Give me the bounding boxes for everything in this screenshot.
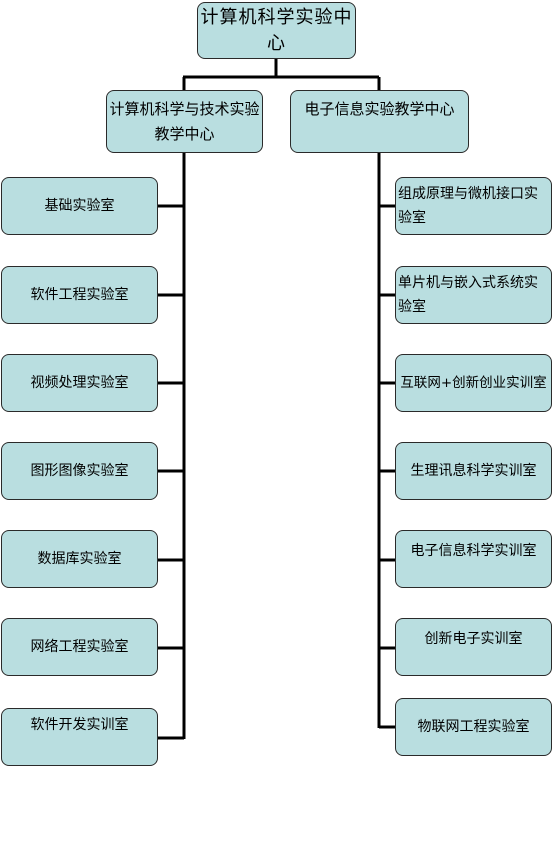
left-lab-label: 网络工程实验室	[30, 639, 129, 655]
right-lab-node: 单片机与嵌入式系统实验室	[395, 266, 552, 324]
left-branch-title: 计算机科学与技术实验教学中心	[109, 99, 260, 143]
right-lab-node: 生理讯息科学实训室	[395, 442, 552, 500]
right-lab-label: 电子信息科学实训室	[410, 543, 537, 559]
right-lab-node: 创新电子实训室	[395, 618, 552, 676]
right-lab-label: 创新电子实训室	[424, 631, 523, 647]
root-title: 计算机科学实验中心	[200, 6, 353, 54]
left-lab-node: 软件工程实验室	[1, 266, 158, 324]
right-lab-label: 互联网+创新创业实训室	[400, 375, 547, 391]
left-lab-node: 图形图像实验室	[1, 442, 158, 500]
left-lab-node: 网络工程实验室	[1, 618, 158, 676]
right-lab-label: 组成原理与微机接口实验室	[398, 186, 538, 226]
right-lab-label: 单片机与嵌入式系统实验室	[398, 275, 538, 315]
right-lab-label: 物联网工程实验室	[417, 719, 530, 735]
left-branch-node: 计算机科学与技术实验教学中心	[106, 90, 263, 153]
right-branch-title: 电子信息实验教学中心	[304, 100, 455, 118]
left-lab-node: 基础实验室	[1, 177, 158, 235]
right-branch-node: 电子信息实验教学中心	[290, 90, 469, 153]
left-lab-node: 软件开发实训室	[1, 708, 158, 766]
left-lab-label: 图形图像实验室	[30, 463, 129, 479]
left-lab-label: 软件开发实训室	[30, 717, 129, 733]
left-lab-node: 视频处理实验室	[1, 354, 158, 412]
right-lab-node: 互联网+创新创业实训室	[395, 354, 552, 412]
left-lab-label: 视频处理实验室	[30, 375, 129, 391]
right-lab-node: 组成原理与微机接口实验室	[395, 177, 552, 235]
right-lab-node: 电子信息科学实训室	[395, 530, 552, 588]
right-lab-label: 生理讯息科学实训室	[410, 463, 537, 479]
left-lab-label: 数据库实验室	[37, 551, 122, 567]
left-lab-node: 数据库实验室	[1, 530, 158, 588]
left-lab-label: 基础实验室	[44, 198, 115, 214]
root-node: 计算机科学实验中心	[197, 2, 356, 59]
right-lab-node: 物联网工程实验室	[395, 698, 552, 756]
left-lab-label: 软件工程实验室	[30, 287, 129, 303]
